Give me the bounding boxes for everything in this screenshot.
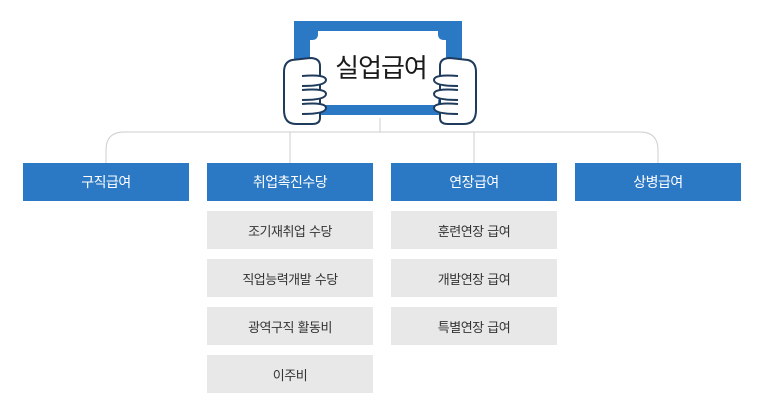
sub-item: 직업능력개발 수당 [207, 259, 373, 297]
sub-item: 특별연장 급여 [391, 307, 557, 345]
category-unemployment-job-seeking: 구직급여 [23, 163, 189, 201]
sub-item: 이주비 [207, 355, 373, 393]
category-extended-benefit: 연장급여 [391, 163, 557, 201]
sub-item: 조기재취업 수당 [207, 211, 373, 249]
sub-item: 광역구직 활동비 [207, 307, 373, 345]
sub-item: 개발연장 급여 [391, 259, 557, 297]
category-sickness-benefit: 상병급여 [575, 163, 741, 201]
diagram-title: 실업급여 [335, 53, 428, 84]
sub-item: 훈련연장 급여 [391, 211, 557, 249]
category-employment-promotion: 취업촉진수당 [207, 163, 373, 201]
title-card-illustration [283, 21, 477, 125]
